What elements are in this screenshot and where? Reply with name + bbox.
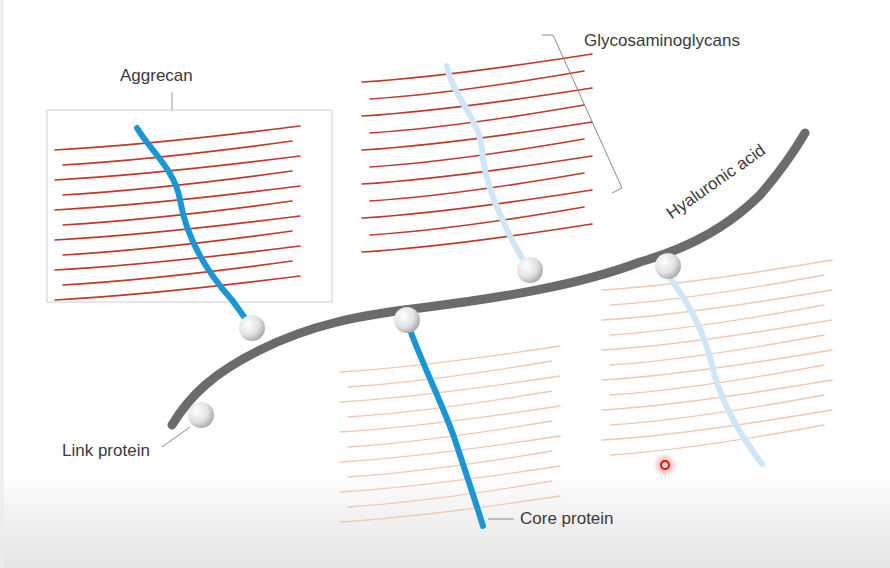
link-protein <box>188 402 214 428</box>
glycosaminoglycan-chains <box>55 54 832 522</box>
core-protein <box>137 128 245 318</box>
gag-chain <box>362 54 592 82</box>
part-label: Core protein <box>520 509 614 529</box>
leader-line <box>162 427 190 447</box>
leader-line <box>172 92 173 110</box>
gag-chain <box>55 246 300 270</box>
pointer-glow <box>653 453 677 477</box>
part-label: Aggrecan <box>120 66 193 86</box>
gag-chain <box>340 346 560 372</box>
gag-chain <box>340 376 560 402</box>
gag-chain <box>362 224 592 252</box>
gag-chain <box>610 425 824 455</box>
gag-chain <box>348 481 552 507</box>
gag-chain <box>610 275 824 305</box>
link-protein <box>517 257 543 283</box>
bracket <box>542 35 622 193</box>
leader-line <box>488 519 514 520</box>
gag-chain <box>340 466 560 492</box>
pointer-dot <box>661 461 669 469</box>
gag-chain <box>362 190 592 218</box>
gag-chain <box>55 216 300 240</box>
core-protein <box>670 278 762 464</box>
core-protein <box>410 330 483 526</box>
hyaluronic-acid-strand <box>172 133 805 425</box>
part-label: Link protein <box>62 441 150 461</box>
gag-chain <box>602 320 832 350</box>
gag-chain <box>610 305 824 335</box>
gag-chain <box>348 451 552 477</box>
aggrecan-frame <box>47 110 332 302</box>
link-protein <box>655 253 681 279</box>
gag-chain <box>362 156 592 184</box>
link-protein <box>239 315 265 341</box>
gag-chain <box>362 88 592 116</box>
edge-line <box>1 0 4 568</box>
link-protein <box>394 307 420 333</box>
gag-chain <box>610 395 824 425</box>
part-label: Hyaluronic acid <box>663 140 770 223</box>
gag-chain <box>602 290 832 320</box>
floor-shade <box>0 470 890 568</box>
gag-chain <box>602 410 832 440</box>
gag-chain <box>348 361 552 387</box>
gag-chain <box>340 436 560 462</box>
core-protein <box>447 66 524 262</box>
gag-chain <box>348 391 552 417</box>
core-proteins <box>137 66 762 526</box>
gag-chain <box>55 126 300 150</box>
gag-chain <box>610 335 824 365</box>
part-label: Glycosaminoglycans <box>584 31 740 51</box>
gag-chain <box>55 276 300 300</box>
gag-chain <box>55 156 300 180</box>
